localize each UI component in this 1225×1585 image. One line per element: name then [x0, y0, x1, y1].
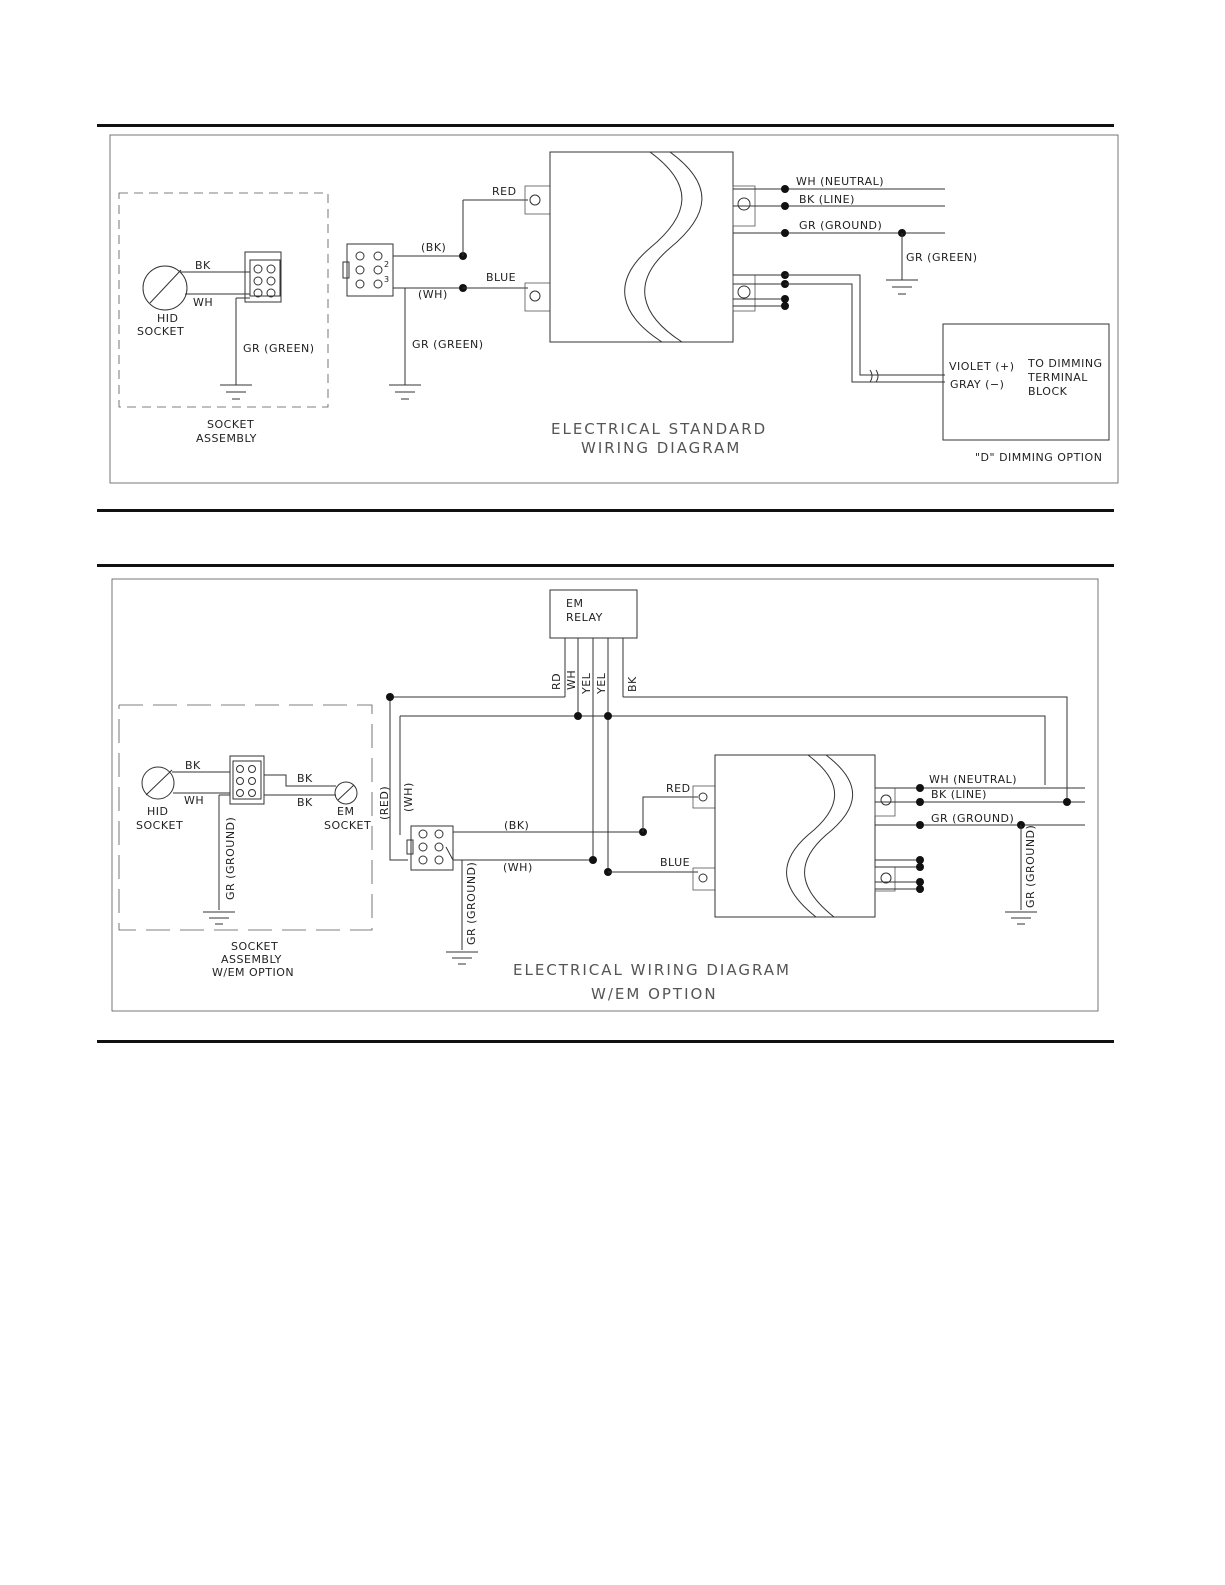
- wire-red-label: RED: [492, 185, 517, 198]
- ground-symbol-right-em: [1005, 911, 1037, 925]
- plug-ground-label-em: GR (GROUND): [465, 862, 478, 945]
- hid-wh-label: WH: [184, 794, 204, 807]
- diagram1-frame: [109, 134, 1119, 484]
- violet-label: VIOLET (+): [949, 360, 1015, 373]
- wire-wh-label: WH: [193, 296, 213, 309]
- wire-wh-paren-label: (WH): [418, 288, 448, 301]
- em-red-label: RED: [666, 782, 691, 795]
- dimming-option-label: "D" DIMMING OPTION: [975, 451, 1102, 464]
- bottom-rule-2: [97, 1040, 1114, 1043]
- standard-wiring-diagram: HID SOCKET BK WH GR (GREEN) SOCKET ASSEM…: [109, 134, 1119, 484]
- em-right-ground-label: GR (GROUND): [1024, 825, 1037, 908]
- ground-symbol-socket: [220, 384, 252, 400]
- em-relay-label-2: RELAY: [566, 611, 603, 624]
- em-socket-label-2: SOCKET: [324, 819, 371, 832]
- socket-assembly-em-label-3: W/EM OPTION: [212, 966, 294, 979]
- socket-assembly-label-2: ASSEMBLY: [196, 432, 257, 445]
- gr-ground-label: GR (GROUND): [799, 219, 882, 232]
- dimming-label-3: BLOCK: [1028, 385, 1068, 398]
- wh-neutral-label: WH (NEUTRAL): [796, 175, 884, 188]
- dimming-label-2: TERMINAL: [1027, 371, 1088, 384]
- socket-assembly-em-label-2: ASSEMBLY: [221, 953, 282, 966]
- wire-bk-paren-label: (BK): [421, 241, 446, 254]
- hid-bk-label: BK: [185, 759, 201, 772]
- ballast: [549, 151, 734, 343]
- ballast-em: [714, 754, 876, 918]
- hid-socket-label-2: SOCKET: [137, 325, 184, 338]
- hid-socket-label: HID: [157, 312, 179, 325]
- em-option-wiring-diagram: EM RELAY RD WH YEL YEL BK (RED) (WH) HID…: [111, 578, 1099, 1012]
- relay-yel-label-1: YEL: [580, 672, 593, 695]
- em-gr-ground-label: GR (GROUND): [931, 812, 1014, 825]
- diagram1-title: ELECTRICAL STANDARD: [551, 420, 767, 438]
- em-bk-label-2: BK: [297, 796, 313, 809]
- relay-wh-label: WH: [565, 670, 578, 690]
- em-relay-label: EM: [566, 597, 583, 610]
- wh-paren-vertical-label: (WH): [402, 782, 415, 812]
- ground-symbol-socket-em: [203, 911, 235, 925]
- top-rule-1: [97, 124, 1114, 127]
- top-rule-2: [97, 564, 1114, 567]
- plug-ground-label: GR (GREEN): [412, 338, 484, 351]
- hid-socket-icon-2: [141, 766, 175, 800]
- relay-bk-label: BK: [626, 676, 639, 692]
- relay-yel-label-2: YEL: [595, 672, 608, 695]
- wire-blue-label: BLUE: [486, 271, 516, 284]
- pin-2-label: 2: [384, 260, 390, 269]
- bk-line-label: BK (LINE): [799, 193, 855, 206]
- hid-socket-label-em-2: SOCKET: [136, 819, 183, 832]
- diagram2-frame: [111, 578, 1099, 1012]
- gray-label: GRAY (−): [950, 378, 1004, 391]
- socket-ground-label-em: GR (GROUND): [224, 817, 237, 900]
- wire-bk-label: BK: [195, 259, 211, 272]
- dimming-label-1: TO DIMMING: [1027, 357, 1103, 370]
- socket-assembly-em-label: SOCKET: [231, 940, 278, 953]
- ground-symbol-plug: [389, 384, 421, 400]
- plug-connector: 2 3: [342, 243, 394, 297]
- hid-socket-label-em: HID: [147, 805, 169, 818]
- diagram2-title: ELECTRICAL WIRING DIAGRAM: [513, 961, 791, 979]
- right-ground-label: GR (GREEN): [906, 251, 978, 264]
- dimming-terminal-block: [942, 323, 1110, 441]
- diagram1-title-2: WIRING DIAGRAM: [581, 439, 741, 457]
- socket-assembly-label: SOCKET: [207, 418, 254, 431]
- ground-symbol-plug-em: [446, 951, 478, 965]
- plug-wh-label: (WH): [503, 861, 533, 874]
- diagram2-title-2: W/EM OPTION: [591, 985, 718, 1003]
- pin-3-label: 3: [384, 275, 390, 284]
- socket-connector-em: [229, 755, 265, 805]
- red-paren-label: (RED): [378, 786, 391, 820]
- plug-bk-label: (BK): [504, 819, 529, 832]
- socket-connector: [244, 251, 282, 303]
- relay-rd-label: RD: [550, 673, 563, 690]
- bottom-rule-1: [97, 509, 1114, 512]
- em-blue-label: BLUE: [660, 856, 690, 869]
- em-socket-label: EM: [337, 805, 354, 818]
- socket-ground-label: GR (GREEN): [243, 342, 315, 355]
- em-wh-neutral-label: WH (NEUTRAL): [929, 773, 1017, 786]
- em-bk-line-label: BK (LINE): [931, 788, 987, 801]
- em-socket-icon: [334, 781, 358, 805]
- em-bk-label-1: BK: [297, 772, 313, 785]
- hid-socket-icon: [142, 265, 188, 311]
- plug-connector-em: [406, 825, 454, 871]
- ground-symbol-right: [886, 279, 918, 295]
- socket-assembly-box: [118, 192, 329, 408]
